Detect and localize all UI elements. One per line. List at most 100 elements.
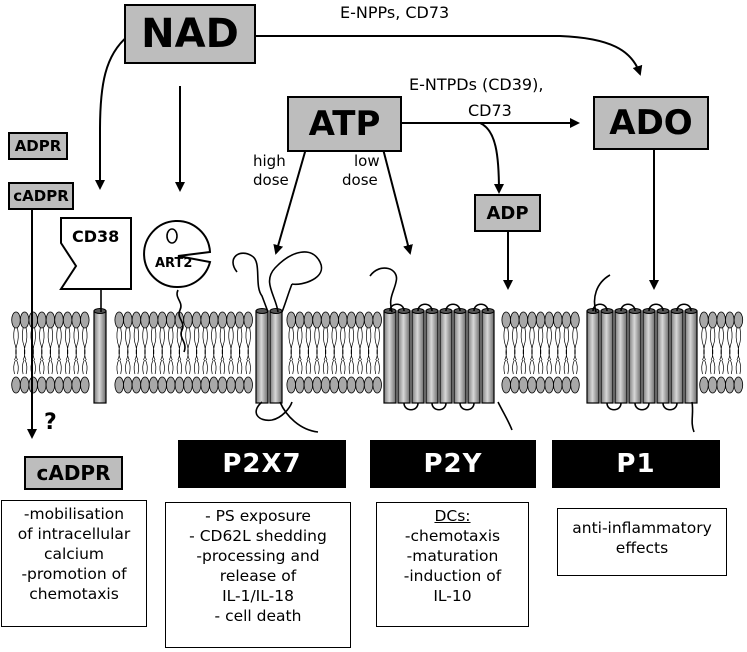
effect-line: -mobilisation [23, 505, 125, 523]
high-dose-label-1: high [253, 152, 286, 170]
helix [467, 308, 481, 404]
effect-line: effects [615, 539, 669, 557]
lipid [28, 311, 38, 394]
helix [481, 308, 495, 404]
low-dose-label-2: dose [342, 171, 378, 189]
lipid [19, 311, 30, 394]
flow-arrows [27, 35, 659, 439]
arrow-nad-to-ado [256, 35, 643, 76]
lipid [553, 311, 563, 394]
lipid [183, 311, 193, 394]
effect-line: -processing and [196, 547, 320, 565]
lipid [45, 311, 56, 394]
helix [642, 308, 656, 404]
helix [453, 308, 467, 404]
p2x7-tail-a [255, 401, 293, 422]
transmembrane-helices [93, 308, 698, 404]
lipid [570, 311, 580, 394]
helix [425, 308, 439, 404]
lipid [71, 311, 81, 394]
lipid [226, 311, 236, 394]
effect-line: anti-inflammatory [572, 519, 712, 537]
gpcr-loop [403, 402, 419, 411]
p2x7-loop-left [232, 252, 269, 313]
arrow-atp-to-adp [479, 122, 504, 194]
helix [670, 308, 684, 404]
p2x7-loop-top [268, 251, 323, 313]
lipid [148, 311, 159, 394]
effect-line: -promotion of [21, 565, 127, 583]
gpcr-loop [662, 402, 678, 411]
p2x7-text: P2X7 [222, 449, 302, 479]
helix [269, 308, 283, 404]
lipid [286, 311, 296, 394]
enzyme-label-e-ntpds: E-NTPDs (CD39), [409, 75, 544, 94]
p2x7-receptor-label: P2X7 [178, 440, 346, 488]
gpcr-loop [431, 402, 447, 411]
lipid [157, 311, 167, 394]
effect-line: of intracellular [17, 525, 131, 543]
p2x7-tail-b [279, 401, 319, 433]
lipid [243, 311, 253, 394]
p2y-receptor-label: P2Y [370, 440, 536, 488]
p1-receptor-label: P1 [552, 440, 720, 488]
art2-ectoenzyme [143, 220, 212, 289]
enzyme-label-cd73: CD73 [468, 101, 512, 120]
lipid [140, 311, 150, 394]
lipid [131, 311, 142, 394]
helix [600, 308, 614, 404]
gpcr-loop [473, 303, 489, 312]
lipid [372, 311, 382, 394]
lipid [295, 311, 305, 394]
p2x7-effects-box: - PS exposure - CD62L shedding -processi… [165, 502, 351, 648]
effect-line: release of [219, 567, 297, 585]
lipid [123, 311, 133, 394]
gpcr-loop [648, 303, 664, 312]
adpr-box: ADPR [8, 132, 68, 160]
lipid [346, 311, 357, 394]
cadpr-top-box: cADPR [8, 182, 74, 210]
effect-line: IL-10 [433, 587, 472, 605]
p2y-effects-box: DCs: -chemotaxis -maturation -induction … [376, 502, 529, 627]
effect-line: -induction of [403, 567, 502, 585]
effect-line: IL-1/IL-18 [222, 587, 294, 605]
lipid [355, 311, 365, 394]
lipid [114, 311, 124, 394]
effect-line: -chemotaxis [404, 527, 501, 545]
cadpr-effects-box: -mobilisation of intracellular calcium -… [1, 500, 147, 627]
p2y-effects-heading: DCs: [434, 507, 471, 525]
lipid [716, 311, 726, 394]
helix [255, 308, 269, 404]
lipid [329, 311, 339, 394]
helix [656, 308, 670, 404]
lipid [527, 311, 537, 394]
lipid [80, 311, 90, 394]
lipid [518, 311, 529, 394]
lipid [303, 311, 314, 394]
atp-label: ATP [308, 104, 381, 144]
p1-n-terminus [593, 274, 611, 313]
helix [684, 308, 698, 404]
receptor-loops [100, 251, 695, 433]
lipid [11, 311, 21, 394]
ado-box: ADO [593, 96, 709, 150]
lipid [312, 311, 322, 394]
nad-label: NAD [141, 11, 239, 57]
cadpr-bottom-label: cADPR [36, 461, 111, 485]
adpr-label: ADPR [14, 137, 62, 155]
helix [93, 308, 107, 404]
lipid [544, 311, 554, 394]
atp-box: ATP [287, 96, 402, 152]
effect-line: - PS exposure [205, 507, 311, 525]
effect-line: calcium [43, 545, 105, 563]
lipid [501, 311, 511, 394]
gpcr-loop [459, 402, 475, 411]
lipid [234, 311, 245, 394]
gpcr-loop [606, 402, 622, 411]
effect-line: - cell death [214, 607, 302, 625]
lipid [191, 311, 202, 394]
high-dose-label-2: dose [253, 171, 289, 189]
p2x7-loop-right [281, 283, 293, 313]
lipid [37, 311, 47, 394]
cd38-label: CD38 [72, 227, 120, 246]
